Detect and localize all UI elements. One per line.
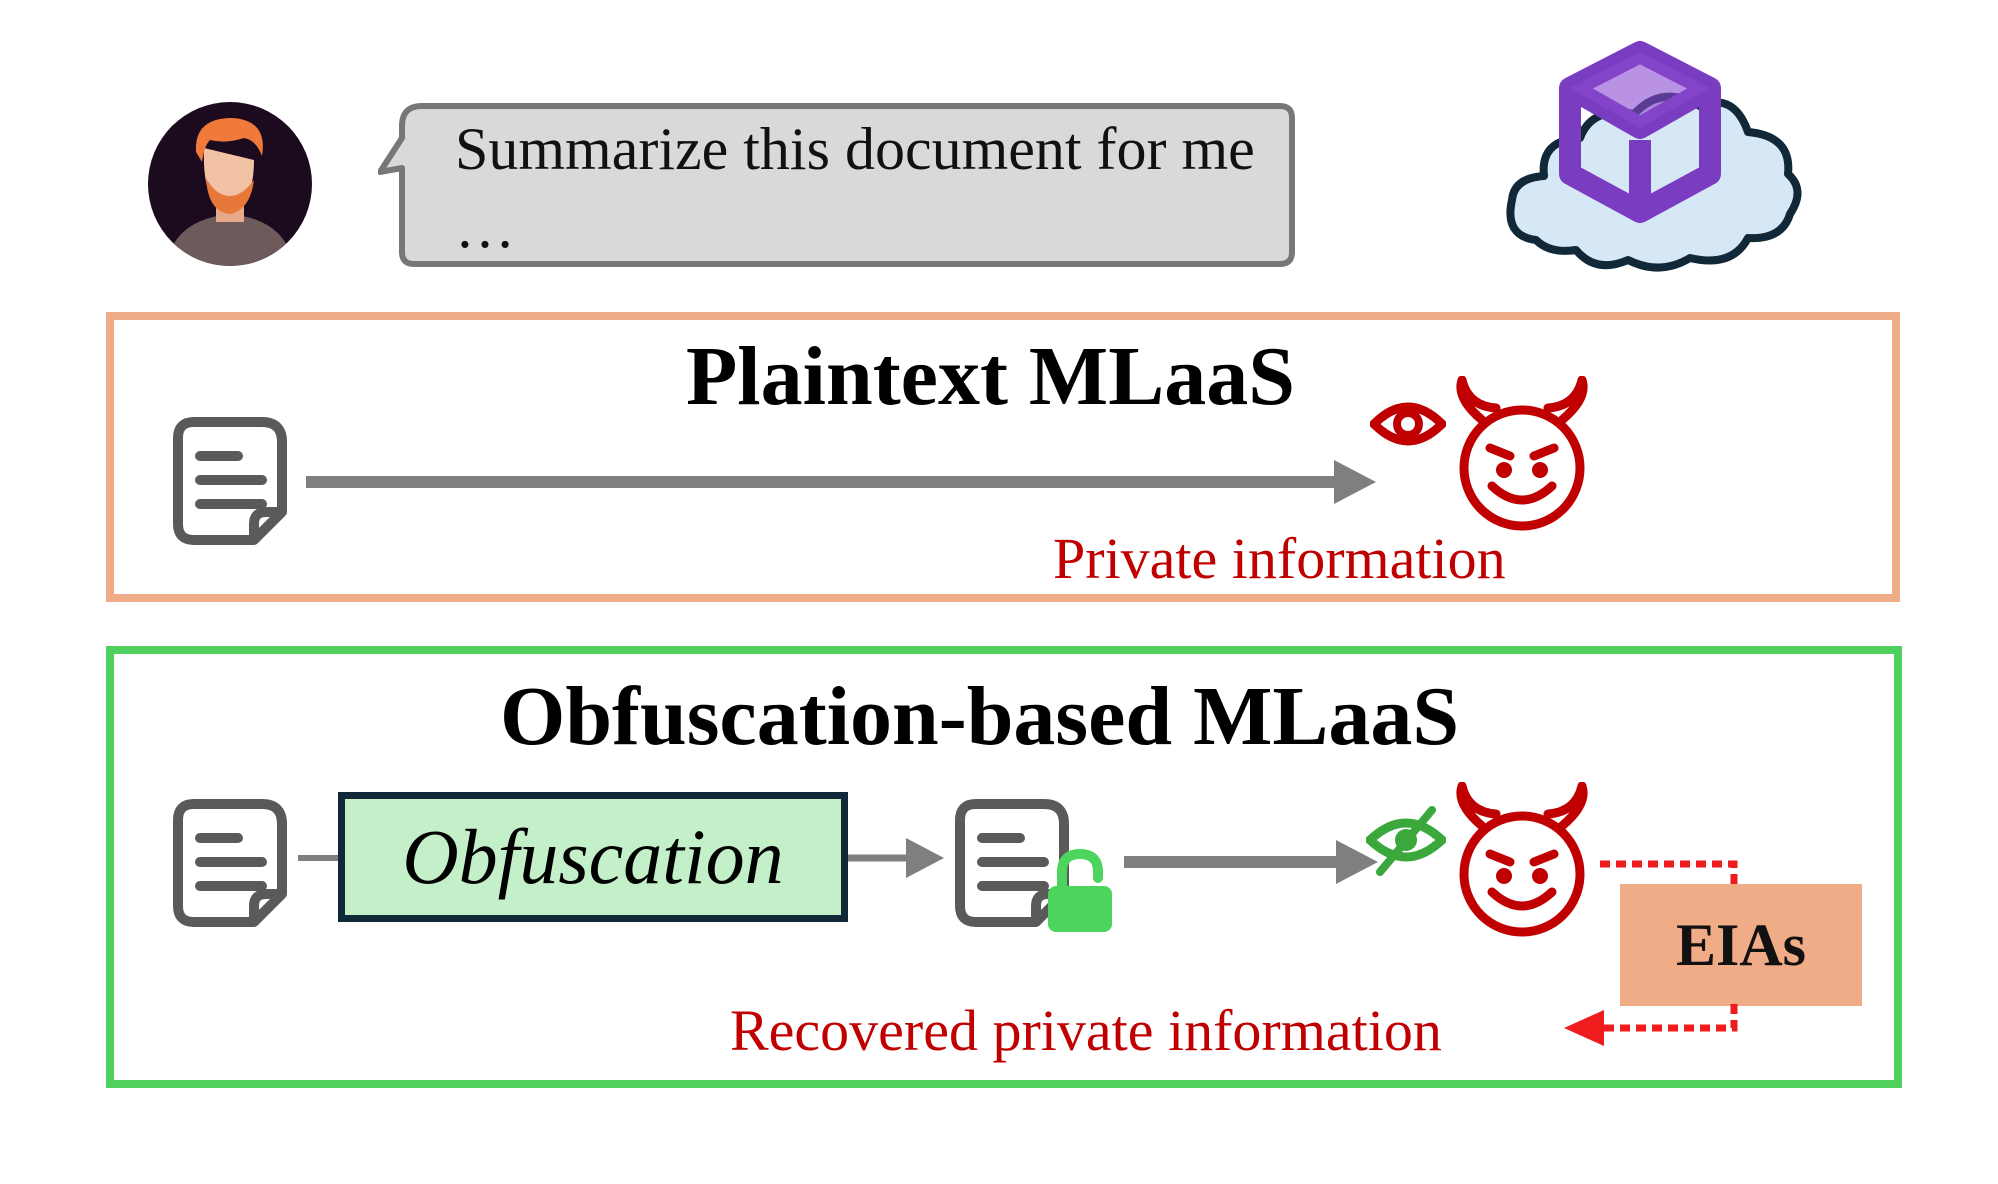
dotted-connector (1600, 860, 1738, 890)
obfuscation-box: Obfuscation (338, 792, 848, 922)
obfuscation-title: Obfuscation-based MLaaS (500, 670, 1460, 763)
private-info-caption: Private information (1053, 526, 1506, 591)
dotted-arrow-left (1564, 1004, 1738, 1046)
document-icon (955, 799, 1069, 927)
prompt-text: Summarize this document for me … (455, 116, 1255, 260)
arrow-right (848, 838, 944, 878)
plaintext-title: Plaintext MLaaS (686, 330, 1295, 423)
eye-slash-icon (1366, 806, 1446, 876)
obfuscation-panel (106, 646, 1902, 1088)
devil-icon (1456, 376, 1588, 531)
user-avatar (148, 102, 312, 266)
cloud-server-icon (1506, 41, 1802, 272)
arrow-right (1124, 840, 1378, 884)
connector-line (298, 855, 342, 861)
arrow-right (306, 460, 1376, 504)
document-icon (173, 799, 287, 927)
recovered-info-caption: Recovered private information (730, 998, 1442, 1063)
plaintext-panel (106, 312, 1900, 602)
devil-icon (1456, 782, 1588, 937)
eias-box: EIAs (1620, 884, 1862, 1006)
document-icon (173, 417, 287, 545)
eye-icon (1370, 402, 1446, 446)
speech-bubble (378, 103, 1295, 267)
lock-icon (1048, 848, 1112, 932)
